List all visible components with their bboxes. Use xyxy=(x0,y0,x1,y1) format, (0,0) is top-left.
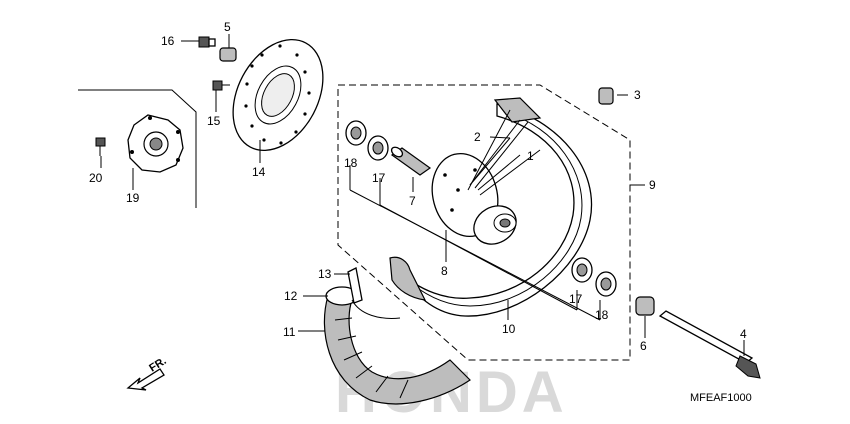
part-20-bolt xyxy=(95,137,106,156)
callout-3: 3 xyxy=(634,88,641,102)
callout-15: 15 xyxy=(207,114,221,128)
callout-17-left: 17 xyxy=(372,171,386,185)
part-17-bearing-right xyxy=(571,257,593,283)
callout-11: 11 xyxy=(283,325,296,339)
leader-lines xyxy=(100,34,745,356)
part-4-axle xyxy=(658,310,761,379)
callout-9: 9 xyxy=(649,178,656,192)
part-19-flange xyxy=(127,114,184,173)
callout-10: 10 xyxy=(502,322,516,336)
part-14-brake-disc xyxy=(232,38,324,152)
part-3-valve-cap xyxy=(598,87,614,105)
callout-2: 2 xyxy=(474,130,481,144)
part-17-bearing-left xyxy=(367,135,389,161)
part-15-bolt xyxy=(212,80,230,91)
callout-19: 19 xyxy=(126,191,140,205)
callout-18-right: 18 xyxy=(595,308,609,322)
callout-4: 4 xyxy=(740,327,747,341)
callout-17-right: 17 xyxy=(569,292,583,306)
diagram-code: MFEAF1000 xyxy=(690,392,752,404)
front-direction-label: FR. xyxy=(147,355,168,375)
callout-16: 16 xyxy=(161,34,175,48)
part-7-collar xyxy=(390,146,432,176)
wheel-frame xyxy=(337,84,631,361)
callout-5: 5 xyxy=(224,20,231,34)
callouts: 1 2 3 4 5 6 7 8 9 10 11 12 13 14 15 16 1… xyxy=(89,20,747,353)
front-direction-arrow: FR. xyxy=(126,355,169,391)
part-16-bolt xyxy=(198,36,216,48)
callout-12: 12 xyxy=(284,289,298,303)
left-group-frame xyxy=(78,89,197,208)
part-13-rim-band xyxy=(347,267,363,304)
callout-8: 8 xyxy=(441,264,448,278)
part-18-seal-right xyxy=(595,271,617,297)
callout-14: 14 xyxy=(252,165,266,179)
callout-7: 7 xyxy=(409,194,416,208)
callout-13: 13 xyxy=(318,267,332,281)
part-18-seal-left xyxy=(345,120,367,146)
callout-20: 20 xyxy=(89,171,103,185)
spokes xyxy=(467,109,541,196)
callout-18-left: 18 xyxy=(344,156,358,170)
part-11-tire xyxy=(323,295,471,405)
part-9-hub xyxy=(431,152,517,245)
callout-1: 1 xyxy=(527,149,534,163)
part-5-collar xyxy=(219,47,237,62)
callout-6: 6 xyxy=(640,339,647,353)
part-10-rim-strip xyxy=(389,97,542,301)
part-6-collar xyxy=(635,296,655,316)
